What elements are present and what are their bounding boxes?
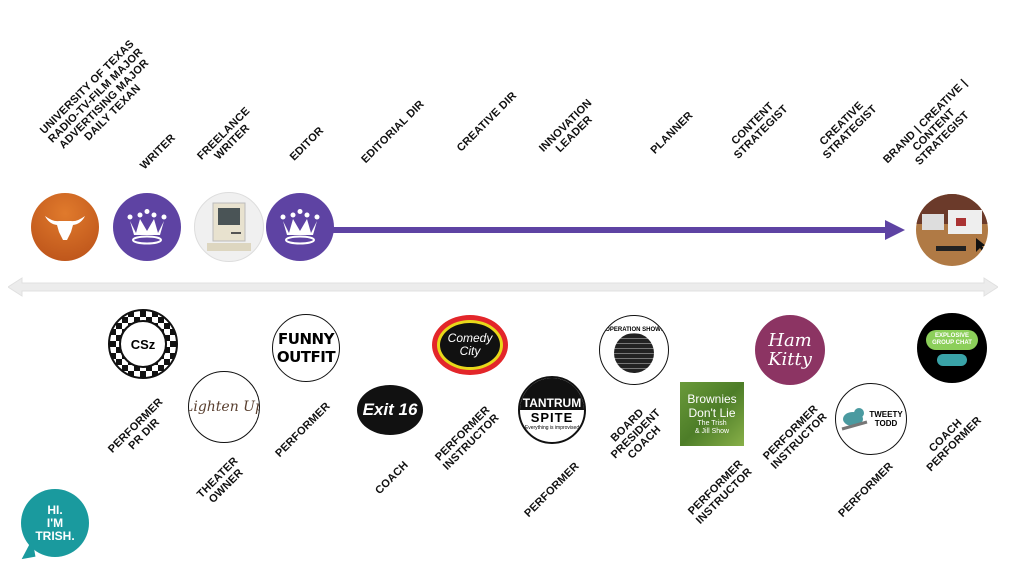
tweety-todd-text: TWEETY TODD [869, 410, 903, 428]
exit-16-logo: Exit 16 [357, 385, 423, 435]
operation-show-logo: OPERATION SHOW! [599, 315, 669, 385]
speech-bubble-tail [18, 538, 36, 560]
role-label-editor: EDITOR [287, 124, 327, 164]
funny-outfit-logo: FUNNY OUTFIT [272, 314, 340, 382]
career-arrow-line [300, 227, 890, 233]
role-label-ham: PERFORMER INSTRUCTOR [761, 403, 830, 472]
role-label-exit: COACH [373, 459, 411, 497]
longhorn-icon [31, 193, 99, 261]
role-label-csz: PERFORMER PR DIR [106, 396, 166, 456]
role-label-brand: BRAND | CREATIVE | CONTENT STRATEGIST [881, 77, 972, 168]
role-label-operation: BOARD PRESIDENT COACH [608, 406, 664, 462]
role-label-tantrum: PERFORMER [522, 460, 582, 520]
macintosh-computer-icon [194, 192, 264, 262]
tantrum-tagline: Everything is improvised [524, 425, 580, 431]
crown-icon [266, 193, 334, 261]
operation-show-text: OPERATION SHOW! [605, 327, 663, 333]
role-label-content: CONTENT STRATEGIST [729, 100, 791, 162]
timeline-axis-double-arrow [8, 277, 998, 297]
lighten-up-logo: Lighten Up [188, 371, 260, 443]
tantrum-text: TANTRUM [520, 378, 584, 410]
role-label-creative-strat: CREATIVE STRATEGIST [817, 99, 880, 162]
ham-kitty-logo: Ham Kitty [755, 315, 825, 385]
role-label-planner: PLANNER [648, 109, 696, 157]
role-label-innovation: INNOVATION LEADER [536, 96, 595, 155]
role-label-writer: WRITER [137, 131, 179, 173]
csz-logo: CSz [108, 309, 178, 379]
explosive-text: EXPLOSIVE GROUP CHAT [926, 330, 978, 350]
role-label-ut: UNIVERSITY OF TEXAS RADIO-TV-FILM MAJOR … [37, 37, 152, 152]
tweety-todd-logo: TWEETY TODD [835, 383, 907, 455]
role-label-tweety: PERFORMER [836, 460, 896, 520]
explosive-group-chat-logo: EXPLOSIVE GROUP CHAT [917, 313, 987, 383]
crown-icon [113, 193, 181, 261]
hi-im-trish-speech-bubble: HI. I'M TRISH. [21, 489, 89, 557]
brownies-title: Brownies Don't Lie [687, 392, 737, 420]
brownies-dont-lie-logo: Brownies Don't Lie The Trish & Jill Show [680, 382, 744, 446]
career-arrow-head [885, 220, 905, 240]
role-label-creative-dir: CREATIVE DIR [454, 89, 520, 155]
role-label-lighten: THEATER OWNER [194, 454, 246, 506]
tantrum-spite-logo: TANTRUM SPITE Everything is improvised [518, 376, 586, 444]
role-label-freelance: FREELANCE WRITER [195, 105, 253, 163]
role-label-explosive: COACH PERFORMER [924, 414, 984, 474]
brownies-subtitle: The Trish & Jill Show [694, 420, 730, 435]
role-label-brownies: PERFORMER INSTRUCTOR [686, 458, 755, 527]
role-label-funny: PERFORMER [273, 400, 333, 460]
globe-icon [614, 333, 654, 373]
bird-icon [841, 408, 868, 431]
spite-text: SPITE [530, 410, 574, 425]
role-label-comedy: PERFORMER INSTRUCTOR [433, 404, 502, 473]
role-label-editorial-dir: EDITORIAL DIR [359, 98, 427, 166]
chat-bubble-icon [937, 354, 967, 366]
workspace-photo [916, 194, 988, 266]
comedy-city-logo: Comedy City [437, 320, 503, 370]
csz-logo-text: CSz [119, 320, 167, 368]
